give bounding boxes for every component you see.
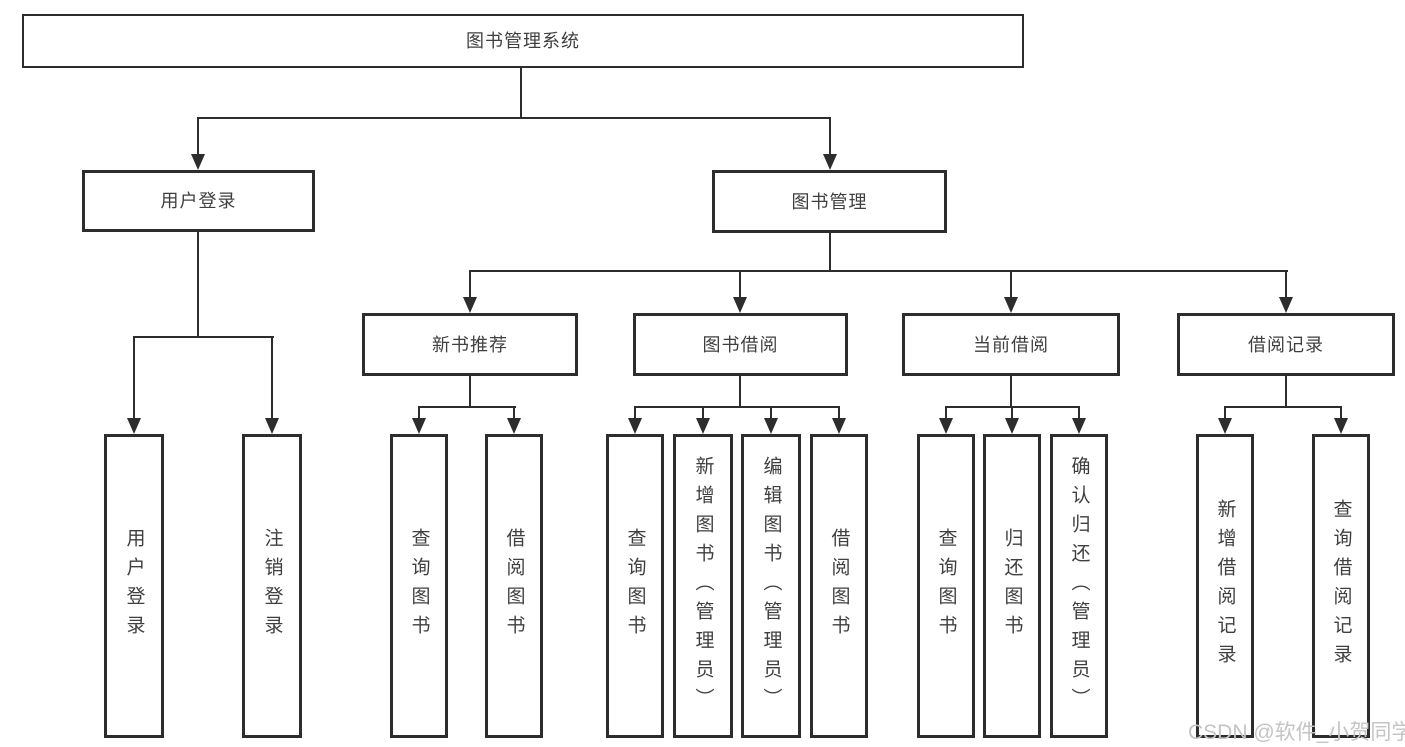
leaf-user-login-label: 用户登录 [123,528,145,644]
node-book-borrowing: 图书借阅 [633,313,848,376]
connector-level2-bus [197,117,831,119]
node-current-borrowing: 当前借阅 [902,313,1120,376]
connector-stem-d3 [1078,406,1080,420]
leaf-confirm-return-admin-label: 确认归还（管理员） [1068,455,1090,717]
leaf-add-books-admin: 新增图书（管理员） [673,434,733,738]
leaf-borrow-books-recommend: 借阅图书 [485,434,543,738]
leaf-query-books-current-label: 查询图书 [935,528,957,644]
leaf-return-books-label: 归还图书 [1001,528,1023,644]
connector-records-drop [1285,376,1287,408]
connector-stem-records [1285,270,1287,298]
leaf-edit-books-admin-label: 编辑图书（管理员） [760,455,782,717]
leaf-query-borrow-record-label: 查询借阅记录 [1330,499,1352,673]
leaf-borrow-books-borrowing: 借阅图书 [810,434,868,738]
arrow-a1 [127,418,141,434]
arrow-c4 [832,418,846,434]
leaf-logout: 注销登录 [242,434,302,738]
node-current-borrowing-label: 当前借阅 [973,334,1049,355]
leaf-query-books-current: 查询图书 [917,434,975,738]
node-borrow-records: 借阅记录 [1177,313,1395,376]
arrow-recommend [463,297,477,313]
arrow-d3 [1072,418,1086,434]
connector-stem-c4 [838,406,840,420]
connector-stem-e1 [1224,406,1226,420]
connector-stem-b1 [418,406,420,420]
connector-records-bus [1224,406,1342,408]
node-book-management-label: 图书管理 [791,191,868,212]
arrow-d1 [939,418,953,434]
arrow-c3 [764,418,778,434]
leaf-user-login: 用户登录 [104,434,164,738]
node-library-system: 图书管理系统 [22,14,1024,68]
leaf-add-books-admin-label: 新增图书（管理员） [692,455,714,717]
connector-stem-a1 [133,336,135,419]
arrow-book-mgmt [823,154,837,170]
node-borrow-records-label: 借阅记录 [1248,334,1324,355]
arrow-c2 [696,418,710,434]
arrow-c1 [628,418,642,434]
leaf-logout-label: 注销登录 [261,528,283,644]
connector-stem-c3 [770,406,772,420]
leaf-query-borrow-record: 查询借阅记录 [1312,434,1370,738]
arrow-b1 [412,418,426,434]
leaf-query-books-recommend: 查询图书 [390,434,448,738]
connector-stem-current [1010,270,1012,298]
arrow-e1 [1218,418,1232,434]
arrow-records [1279,297,1293,313]
leaf-add-borrow-record-label: 新增借阅记录 [1214,499,1236,673]
node-book-borrowing-label: 图书借阅 [702,334,779,355]
node-user-login-branch-label: 用户登录 [160,191,237,211]
connector-stem-a2 [271,336,273,419]
connector-login-bus [133,336,274,338]
connector-stem-b2 [513,406,515,420]
connector-stem-recommend [469,270,471,298]
connector-borrowing-bus [634,406,840,408]
leaf-borrow-books-borrowing-label: 借阅图书 [828,528,850,644]
connector-mgmt-drop [829,233,831,272]
leaf-confirm-return-admin: 确认归还（管理员） [1050,434,1108,738]
connector-stem-c2 [702,406,704,420]
arrow-b2 [507,418,521,434]
leaf-return-books: 归还图书 [983,434,1041,738]
arrow-current [1004,297,1018,313]
leaf-add-borrow-record: 新增借阅记录 [1196,434,1254,738]
leaf-borrow-books-recommend-label: 借阅图书 [503,528,525,644]
leaf-query-books-recommend-label: 查询图书 [408,528,430,644]
connector-recommend-bus [418,406,516,408]
watermark: CSDN @软件_小贺同学 [1188,721,1405,744]
node-library-system-label: 图书管理系统 [466,31,580,51]
connector-recommend-drop [469,376,471,408]
connector-stem-c1 [634,406,636,420]
arrow-e2 [1334,418,1348,434]
connector-login-drop [197,232,199,338]
node-new-book-recommend: 新书推荐 [362,313,578,376]
connector-root-drop [520,67,522,118]
leaf-query-books-borrowing-label: 查询图书 [624,528,646,644]
connector-stem-user-login [197,117,199,155]
leaf-edit-books-admin: 编辑图书（管理员） [741,434,801,738]
arrow-borrowing [733,297,747,313]
node-new-book-recommend-label: 新书推荐 [432,334,508,355]
leaf-query-books-borrowing: 查询图书 [606,434,664,738]
connector-stem-e2 [1340,406,1342,420]
connector-stem-d2 [1011,406,1013,420]
node-book-management: 图书管理 [712,170,947,233]
connector-stem-borrowing [739,270,741,298]
connector-level3-bus [469,270,1288,272]
connector-current-drop [1010,376,1012,408]
connector-stem-d1 [945,406,947,420]
connector-borrowing-drop [739,376,741,408]
node-user-login-branch: 用户登录 [82,170,315,232]
connector-stem-book-mgmt [829,117,831,155]
arrow-d2 [1005,418,1019,434]
arrow-user-login [191,154,205,170]
arrow-a2 [265,418,279,434]
